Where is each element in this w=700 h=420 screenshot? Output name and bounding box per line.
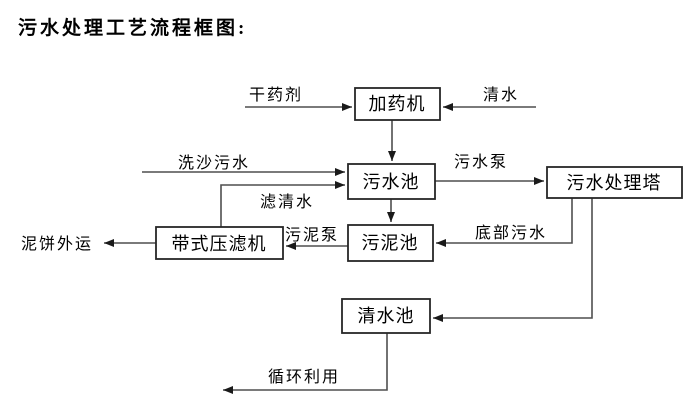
edge-label-dry-agent: 干药剂	[249, 86, 303, 104]
edge-label-clean-water: 清水	[483, 86, 519, 104]
node-clean-water-pool-label: 清水池	[358, 306, 415, 326]
edge-recycle-arrow	[223, 333, 388, 394]
edge-label-sewage-pump: 污水泵	[454, 153, 508, 171]
edge-label-filtered-water: 滤清水	[260, 193, 314, 211]
node-dosing-machine-box	[354, 87, 441, 121]
node-belt-filter-press-label: 带式压滤机	[172, 234, 267, 254]
node-treatment-tower-box	[546, 166, 683, 199]
page-title: 污水处理工艺流程框图:	[18, 16, 247, 39]
node-sewage-pool: 污水池	[347, 163, 436, 200]
node-sewage-pool-label: 污水池	[363, 172, 420, 192]
edge-label-sand-washing-sewage: 洗沙污水	[178, 154, 250, 172]
node-belt-filter-press: 带式压滤机	[155, 226, 284, 260]
edge-label-recycle: 循环利用	[268, 368, 340, 386]
node-dosing-machine-label: 加药机	[369, 94, 426, 114]
node-clean-water-pool-box	[341, 298, 431, 334]
node-sludge-pool: 污泥池	[347, 224, 434, 262]
edge-label-bottom-sewage: 底部污水	[475, 224, 547, 242]
node-sludge-pool-box	[347, 224, 434, 262]
node-clean-water-pool: 清水池	[341, 298, 431, 334]
edge-label-mud-cake-out: 泥饼外运	[21, 235, 93, 253]
edge-filtered-water-arrow	[220, 181, 345, 227]
edge-bottom-sewage-arrow	[436, 198, 573, 247]
node-sludge-pool-label: 污泥池	[362, 233, 419, 253]
node-sewage-pool-box	[347, 163, 436, 200]
edge-label-sludge-pump: 污泥泵	[285, 226, 339, 244]
node-belt-filter-press-box	[155, 226, 284, 260]
edge-tower-to-clean-pool-arrow	[433, 198, 593, 322]
node-dosing-machine: 加药机	[354, 87, 441, 121]
node-treatment-tower-label: 污水处理塔	[567, 173, 662, 193]
node-treatment-tower: 污水处理塔	[546, 166, 683, 199]
